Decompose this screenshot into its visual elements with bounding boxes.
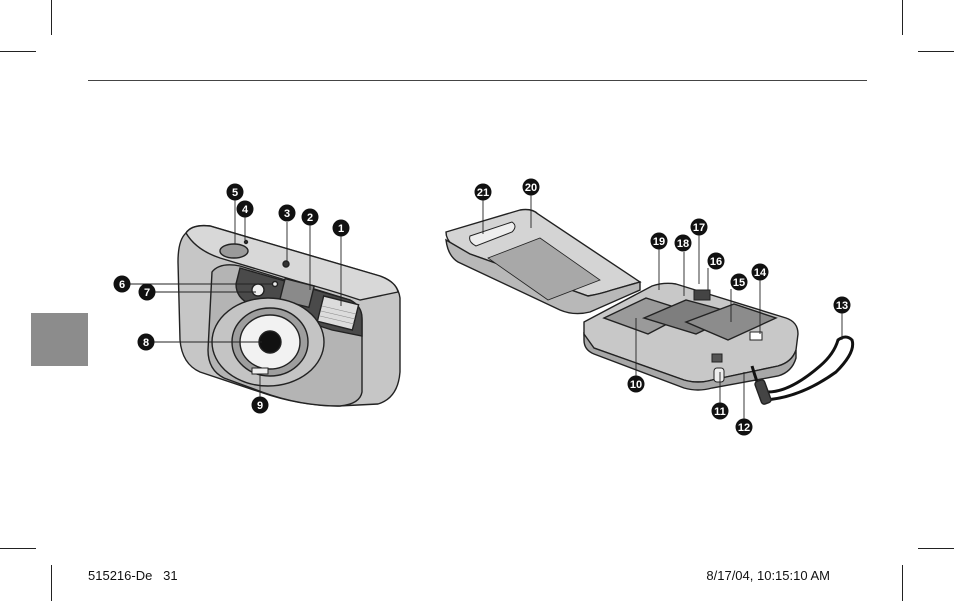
- callout-7: 7: [138, 283, 156, 301]
- callout-number: 16: [710, 256, 722, 268]
- callout-10: 10: [627, 375, 645, 393]
- leader-lines-left: [130, 200, 342, 398]
- crop-mark: [0, 51, 36, 52]
- footer-job-info: 515216-De 31: [88, 568, 178, 583]
- header-rule: [88, 80, 867, 81]
- crop-mark: [51, 0, 52, 35]
- callout-number: 19: [653, 236, 665, 248]
- callout-number: 20: [525, 182, 537, 194]
- callout-4: 4: [236, 200, 254, 218]
- leader-lines-right: [482, 195, 843, 419]
- camera-front-view: [177, 224, 401, 407]
- crop-mark: [0, 548, 36, 549]
- crop-mark: [918, 548, 954, 549]
- callout-12: 12: [735, 418, 753, 436]
- callout-number: 17: [693, 222, 705, 234]
- callout-number: 2: [307, 212, 313, 224]
- callout-number: 9: [257, 400, 263, 412]
- callout-number: 8: [143, 337, 149, 349]
- crop-mark: [918, 51, 954, 52]
- crop-mark: [51, 565, 52, 601]
- callout-2: 2: [301, 208, 319, 226]
- callout-16: 16: [707, 252, 725, 270]
- callout-number: 6: [119, 279, 125, 291]
- callout-number: 13: [836, 300, 848, 312]
- callout-21: 21: [474, 183, 492, 201]
- callout-number: 11: [714, 406, 726, 418]
- callout-number: 1: [338, 223, 344, 235]
- callout-number: 12: [738, 422, 750, 434]
- callout-17: 17: [690, 218, 708, 236]
- camera-back-view: [445, 208, 855, 405]
- callout-20: 20: [522, 178, 540, 196]
- callout-6: 6: [113, 275, 131, 293]
- crop-mark: [902, 0, 903, 35]
- callout-1: 1: [332, 219, 350, 237]
- callout-number: 14: [754, 267, 767, 279]
- callout-15: 15: [730, 273, 748, 291]
- callout-number: 5: [232, 187, 238, 199]
- callout-18: 18: [674, 234, 692, 252]
- callout-number: 7: [144, 287, 150, 299]
- callout-number: 21: [477, 187, 489, 199]
- crop-mark: [902, 565, 903, 601]
- callout-11: 11: [711, 402, 729, 420]
- callout-13: 13: [833, 296, 851, 314]
- chapter-side-tab: [31, 313, 88, 366]
- callout-8: 8: [137, 333, 155, 351]
- callout-number: 3: [284, 208, 290, 220]
- callout-number: 15: [733, 277, 745, 289]
- callout-3: 3: [278, 204, 296, 222]
- callout-5: 5: [226, 183, 244, 201]
- footer-timestamp: 8/17/04, 10:15:10 AM: [706, 568, 830, 583]
- callout-19: 19: [650, 232, 668, 250]
- callout-9: 9: [251, 396, 269, 414]
- callout-number: 18: [677, 238, 689, 250]
- callout-number: 10: [630, 379, 642, 391]
- callout-number: 4: [242, 204, 249, 216]
- callout-14: 14: [751, 263, 769, 281]
